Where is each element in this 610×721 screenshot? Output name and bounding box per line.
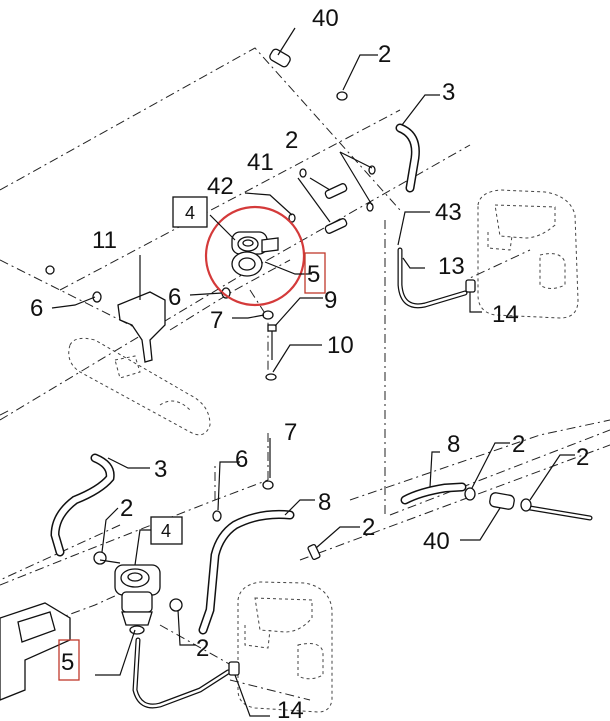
callout-10: 10 xyxy=(327,332,354,359)
callout-2-low3: 2 xyxy=(196,635,209,662)
callout-box-4-top xyxy=(172,196,208,228)
fuel-filter-upper xyxy=(231,231,279,277)
callout-2-low1: 2 xyxy=(120,495,133,522)
callout-2-right1: 2 xyxy=(512,431,525,458)
callout-labels: 40 2 3 2 41 42 43 4 11 13 5 6 6 9 14 7 1… xyxy=(30,5,589,721)
callout-box-5-top xyxy=(304,252,326,294)
callout-8-right: 8 xyxy=(447,431,460,458)
small-parts xyxy=(2,48,532,689)
callout-box-4-low xyxy=(150,516,183,545)
callout-11: 11 xyxy=(92,227,117,254)
callout-6-left: 6 xyxy=(30,295,43,322)
callout-40-low: 40 xyxy=(423,528,450,555)
bracket-5-lower xyxy=(0,602,71,701)
highlight-circle xyxy=(204,205,306,307)
callout-2-right2: 2 xyxy=(576,444,589,471)
callout-6-low: 6 xyxy=(235,446,248,473)
callout-43: 43 xyxy=(435,199,462,226)
callout-box-5-low xyxy=(58,639,80,681)
callout-2-low2: 2 xyxy=(362,514,375,541)
hose-lines xyxy=(50,123,593,709)
callout-14-top: 14 xyxy=(492,301,519,328)
callout-4-low: 4 xyxy=(161,521,171,541)
callout-6-mid: 6 xyxy=(168,284,181,311)
fuel-filter-lower xyxy=(114,564,161,635)
callout-4-top: 4 xyxy=(185,203,195,223)
callout-13: 13 xyxy=(438,253,465,280)
callout-14-low: 14 xyxy=(277,697,304,721)
callout-5-low: 5 xyxy=(61,649,74,676)
leader-lines xyxy=(51,27,575,717)
callout-40-top: 40 xyxy=(312,5,339,32)
callout-8-low: 8 xyxy=(318,489,331,516)
callout-7-mid: 7 xyxy=(210,307,223,334)
callout-2-mid: 2 xyxy=(285,127,298,154)
callout-5-top: 5 xyxy=(307,261,320,288)
callout-41: 41 xyxy=(247,149,274,176)
bracket-11 xyxy=(117,255,166,363)
callout-3-top: 3 xyxy=(442,79,455,106)
callout-7-low: 7 xyxy=(284,419,297,446)
ghost-components xyxy=(68,189,579,713)
callout-42: 42 xyxy=(207,173,234,200)
callout-3-low: 3 xyxy=(154,456,167,483)
callout-9: 9 xyxy=(324,287,337,314)
assembly-centre-lines xyxy=(0,47,610,701)
callout-2-top: 2 xyxy=(378,41,391,68)
